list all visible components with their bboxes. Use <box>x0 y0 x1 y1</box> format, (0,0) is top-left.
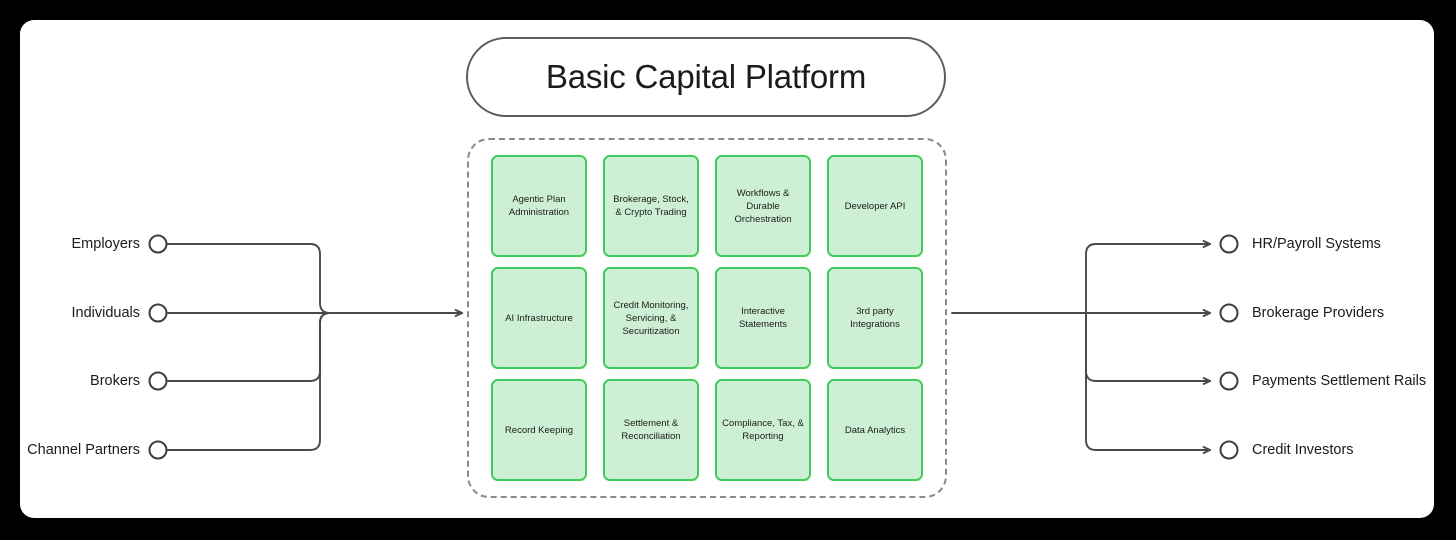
platform-title-pill: Basic Capital Platform <box>466 37 946 117</box>
output-label-brokerage-providers: Brokerage Providers <box>1252 303 1384 323</box>
output-label-payments-settlement-rails: Payments Settlement Rails <box>1252 371 1426 391</box>
input-label-employers: Employers <box>72 234 141 254</box>
capability-label: Compliance, Tax, & Reporting <box>722 418 804 442</box>
capability-card-compliance-tax-reporting[interactable]: Compliance, Tax, & Reporting <box>715 379 811 481</box>
input-label-column: Employers Individuals Brokers Channel Pa… <box>0 0 140 540</box>
capability-label: 3rd party Integrations <box>850 306 900 330</box>
capability-card-interactive-statements[interactable]: Interactive Statements <box>715 267 811 369</box>
output-label-column: HR/Payroll Systems Brokerage Providers P… <box>1252 0 1452 540</box>
capability-card-brokerage-stock-crypto-trading[interactable]: Brokerage, Stock, & Crypto Trading <box>603 155 699 257</box>
capability-card-developer-api[interactable]: Developer API <box>827 155 923 257</box>
capability-card-settlement-reconciliation[interactable]: Settlement & Reconciliation <box>603 379 699 481</box>
input-label-channel-partners: Channel Partners <box>27 440 140 460</box>
input-label-individuals: Individuals <box>71 303 140 323</box>
capability-card-3rd-party-integrations[interactable]: 3rd party Integrations <box>827 267 923 369</box>
capability-grid: Agentic Plan Administration Brokerage, S… <box>491 155 923 481</box>
capability-label: Developer API <box>844 200 906 212</box>
capability-label: Interactive Statements <box>738 306 788 330</box>
capability-label: Credit Monitoring, Servicing, & Securiti… <box>613 299 689 337</box>
output-label-text: HR/Payroll Systems <box>1252 236 1381 252</box>
capability-card-credit-monitoring-servicing-securitization[interactable]: Credit Monitoring, Servicing, & Securiti… <box>603 267 699 369</box>
output-label-hr-payroll-systems: HR/Payroll Systems <box>1252 234 1381 254</box>
capability-label: Workflows & Durable Orchestration <box>734 187 792 225</box>
capability-label: Settlement & Reconciliation <box>621 418 681 442</box>
page-title: Basic Capital Platform <box>545 58 867 95</box>
capability-card-record-keeping[interactable]: Record Keeping <box>491 379 587 481</box>
input-label-text: Channel Partners <box>27 442 140 458</box>
output-label-text: Payments Settlement Rails <box>1252 373 1427 389</box>
input-label-brokers: Brokers <box>90 371 140 391</box>
output-label-text: Credit Investors <box>1252 442 1354 458</box>
input-label-text: Individuals <box>71 305 140 321</box>
capability-label: Brokerage, Stock, & Crypto Trading <box>613 194 689 218</box>
capability-label: Data Analytics <box>844 424 906 436</box>
capability-label: AI Infrastructure <box>505 312 573 324</box>
capability-card-data-analytics[interactable]: Data Analytics <box>827 379 923 481</box>
output-label-text: Brokerage Providers <box>1252 305 1385 321</box>
capability-card-workflows-durable-orchestration[interactable]: Workflows & Durable Orchestration <box>715 155 811 257</box>
capability-label: Record Keeping <box>504 424 574 436</box>
output-label-credit-investors: Credit Investors <box>1252 440 1354 460</box>
capability-card-agentic-plan-administration[interactable]: Agentic Plan Administration <box>491 155 587 257</box>
input-label-text: Employers <box>71 236 141 252</box>
capability-label: Agentic Plan Administration <box>508 194 570 218</box>
capability-card-ai-infrastructure[interactable]: AI Infrastructure <box>491 267 587 369</box>
platform-container <box>467 138 947 498</box>
input-label-text: Brokers <box>90 373 140 389</box>
